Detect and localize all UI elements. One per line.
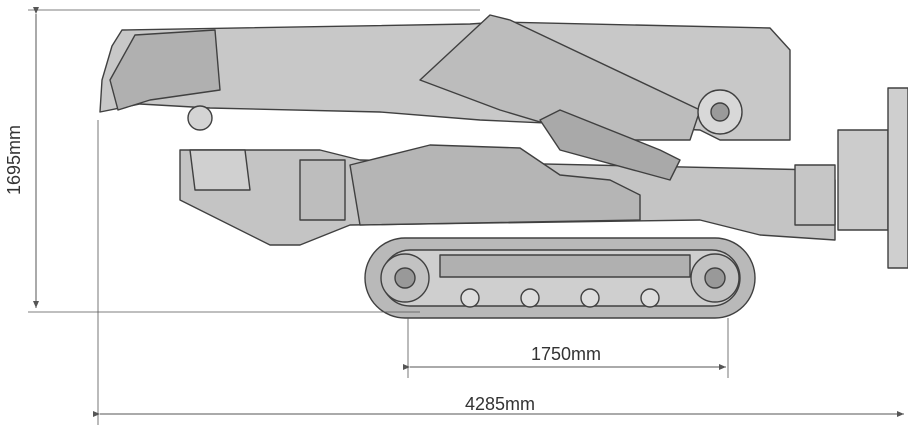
outrigger-box <box>794 164 836 226</box>
boom-slope <box>419 14 701 141</box>
control-seat <box>189 149 251 191</box>
dimension-lines <box>28 7 904 425</box>
main-cylinder <box>539 109 681 181</box>
track-roller <box>580 288 600 308</box>
hook-sheave <box>187 105 213 131</box>
track-roller <box>640 288 660 308</box>
height-label: 1695mm <box>4 125 24 195</box>
side-panel <box>299 159 346 221</box>
hydraulic-cylinder <box>349 144 641 226</box>
overall-length-label: 4285mm <box>465 394 535 414</box>
track-roller <box>460 288 480 308</box>
counterweight <box>837 129 889 231</box>
crawler-crane-drawing <box>99 14 908 319</box>
track-frame <box>439 254 691 278</box>
track-roller <box>520 288 540 308</box>
track-length-label: 1750mm <box>531 344 601 364</box>
jib-head <box>109 29 221 111</box>
